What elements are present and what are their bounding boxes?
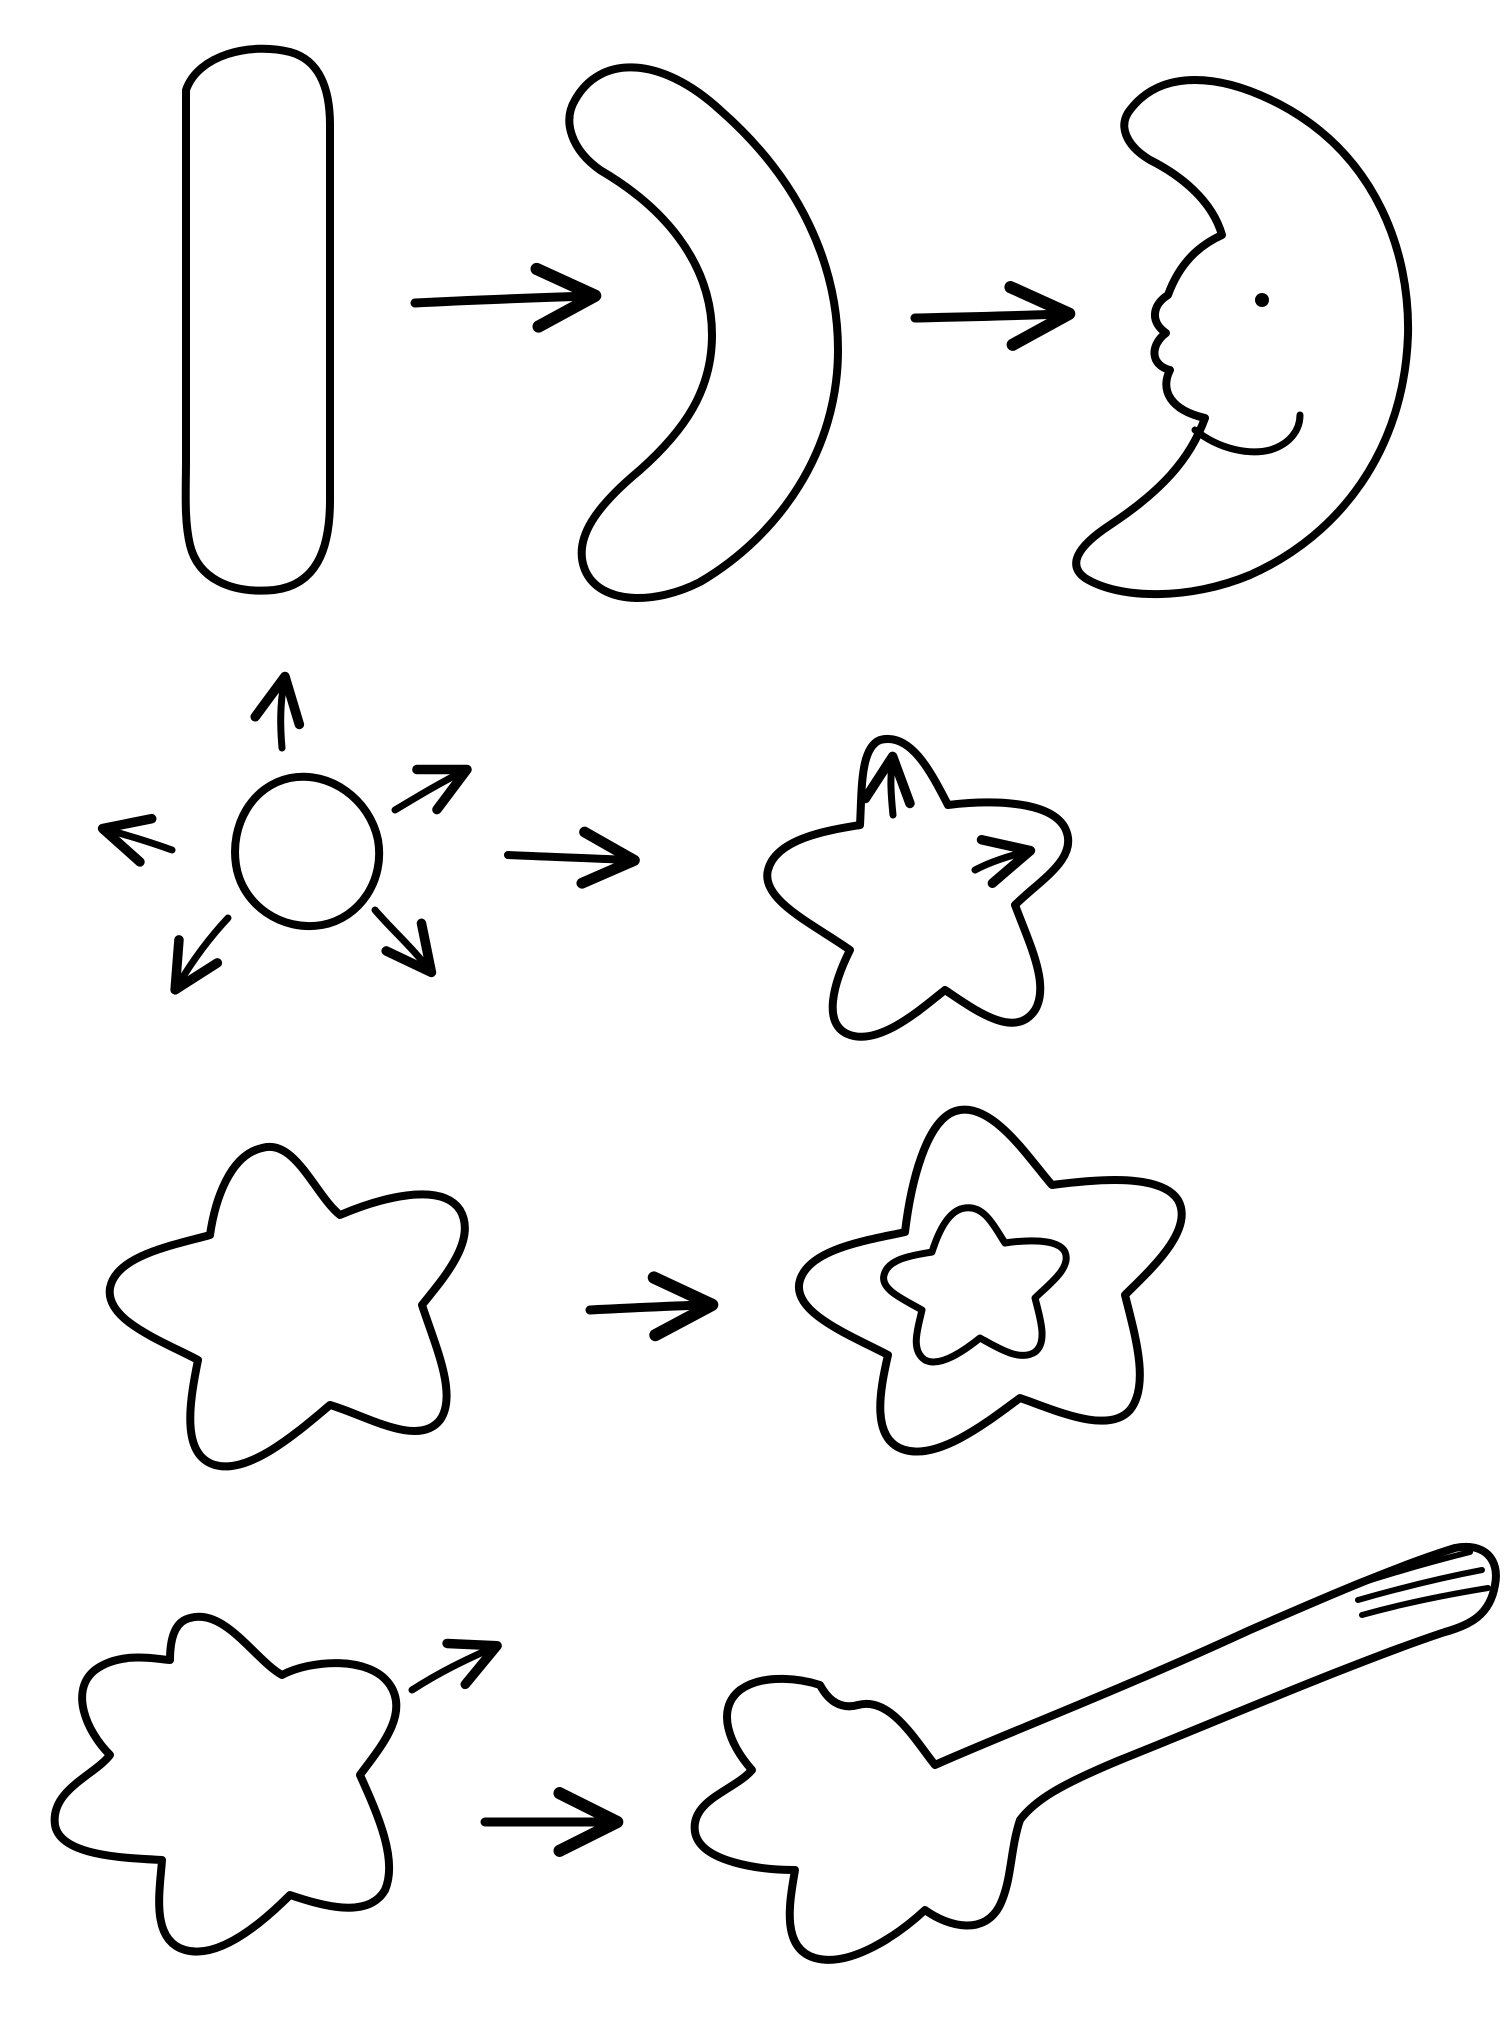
curved-crescent-shape	[569, 67, 838, 598]
small-circle-shape	[235, 777, 379, 926]
arrow-left-icon	[108, 830, 172, 850]
straight-capsule-shape	[186, 49, 330, 591]
arrow-1-shaft	[415, 296, 588, 303]
smiling-moon-shape	[1076, 80, 1408, 594]
arrow-downright-icon	[375, 910, 428, 968]
row-shooting-star-sequence	[55, 1547, 1496, 1960]
wavy-star-shape	[110, 1147, 465, 1467]
row-nested-star-sequence	[110, 1110, 1182, 1467]
arrow-2-shaft	[915, 314, 1062, 318]
star-arrow-up-icon	[891, 762, 893, 815]
row-star-sequence	[108, 682, 1068, 1037]
star-arrow-right-icon	[975, 852, 1025, 870]
tail-streak-1-icon	[1355, 1552, 1470, 1585]
inner-star-shape	[884, 1208, 1067, 1362]
arrow-upright-icon	[395, 772, 462, 810]
arrow-3-shaft	[508, 855, 628, 860]
arrow-downleft-icon	[178, 918, 228, 985]
growing-star-shape	[767, 739, 1068, 1037]
row-moon-sequence	[186, 49, 1408, 598]
wavy-star-moving-shape	[55, 1617, 397, 1952]
outer-star-shape	[799, 1110, 1182, 1452]
moon-smile-icon	[1195, 415, 1300, 452]
arrow-up-icon	[281, 682, 284, 748]
motion-arrow-icon	[412, 1648, 492, 1690]
arrow-4-shaft	[590, 1305, 705, 1310]
moon-eye-icon	[1255, 293, 1269, 307]
